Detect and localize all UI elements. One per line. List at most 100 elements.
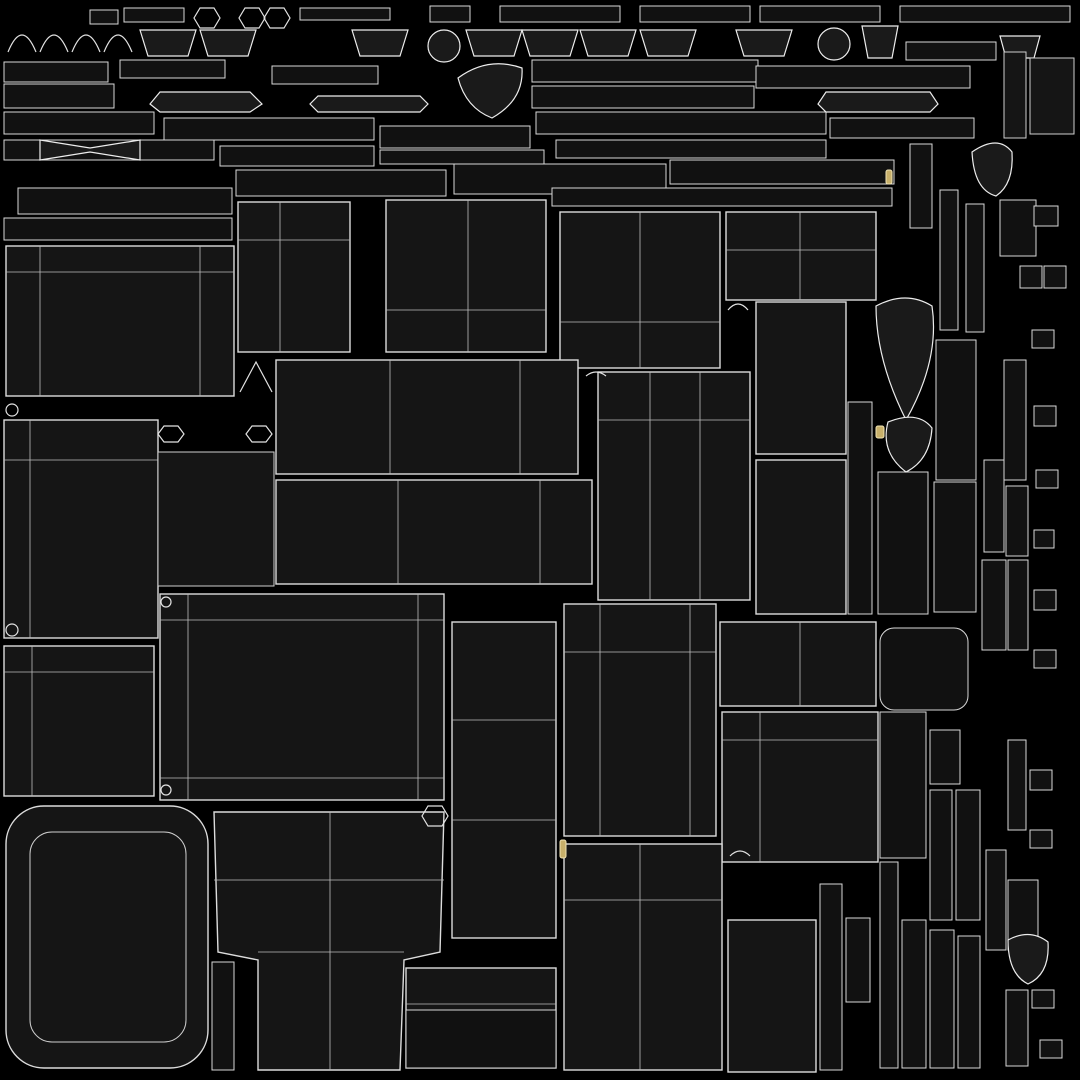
panel — [5, 245, 235, 397]
vertical-strip — [879, 711, 927, 859]
strip — [551, 187, 893, 207]
hexagon-icon — [238, 7, 266, 29]
fan-shape — [351, 29, 409, 57]
strip — [379, 149, 545, 165]
panel — [597, 371, 751, 601]
hexagon-icon — [157, 425, 185, 443]
tiny-tile — [1033, 649, 1057, 669]
tiny-tile — [1033, 405, 1057, 427]
tray-shape — [309, 95, 429, 113]
strip — [3, 83, 115, 109]
gear-icon — [885, 416, 933, 473]
top-strip-f — [639, 5, 751, 23]
strip — [3, 61, 109, 83]
strip — [119, 59, 226, 79]
large-panel-grid — [3, 199, 879, 1073]
vertical-strip — [901, 919, 927, 1069]
small-icons — [5, 169, 1067, 1059]
bowtie-shape — [39, 139, 141, 161]
vertical-strip — [847, 401, 873, 615]
panel — [719, 621, 877, 707]
gear-icon — [427, 29, 461, 63]
panel — [563, 843, 723, 1071]
shield-icon — [1007, 933, 1049, 985]
fan-shape — [465, 29, 523, 57]
fan-shape — [521, 29, 579, 57]
tiny-tile — [1033, 589, 1057, 611]
strip — [219, 145, 375, 167]
tiny-tile — [1039, 1039, 1063, 1059]
tiny-tile — [1031, 329, 1055, 349]
cabinet-shape — [875, 297, 935, 422]
panel — [755, 459, 847, 615]
hexagon-icon — [263, 7, 291, 29]
panel — [721, 711, 879, 863]
arc-shape-icon — [585, 371, 607, 377]
vertical-strip — [1007, 559, 1029, 651]
vertical-strip — [939, 189, 959, 331]
gear-icon — [5, 403, 19, 417]
strip — [531, 59, 759, 83]
vertical-strip — [957, 935, 981, 1069]
cloth-panel — [213, 811, 445, 1071]
tiny-tile — [1033, 529, 1055, 549]
arc-shape-icon — [7, 34, 133, 53]
strip — [271, 65, 379, 85]
fan-shape — [735, 29, 793, 57]
right-column-strips — [211, 142, 1049, 1071]
panel — [727, 919, 817, 1073]
strip — [829, 117, 975, 139]
vertical-strip — [1003, 359, 1027, 481]
vertical-strip — [929, 929, 955, 1069]
vertical-strip — [981, 559, 1007, 651]
tray-shape — [817, 91, 939, 113]
strip — [1003, 51, 1027, 139]
vertical-strip — [929, 789, 953, 921]
strip — [1029, 57, 1075, 135]
accent-marker — [885, 169, 893, 185]
hexagon-icon — [421, 805, 449, 827]
strip — [755, 65, 971, 89]
panel — [3, 419, 159, 639]
panel-inner — [29, 831, 187, 1043]
strip — [3, 111, 155, 135]
arc-shape-icon — [239, 360, 273, 393]
gear-icon — [160, 596, 172, 608]
vertical-strip — [955, 789, 981, 921]
vertical-strip — [983, 459, 1005, 553]
hexagon-icon — [193, 7, 221, 29]
panel — [725, 211, 877, 301]
panel — [385, 199, 547, 353]
panel — [755, 301, 847, 455]
top-strip-a — [89, 9, 119, 25]
vertical-strip — [999, 199, 1037, 257]
vertical-strip — [929, 729, 961, 785]
shield-icon — [971, 142, 1013, 197]
strip — [17, 187, 233, 215]
strip — [669, 159, 895, 185]
tiny-tile — [1029, 829, 1053, 849]
top-strip-b — [123, 7, 185, 23]
accent-marker — [875, 425, 885, 439]
top-strip-c — [299, 7, 391, 21]
panel — [451, 621, 557, 939]
vertical-strip — [211, 961, 235, 1071]
strip — [379, 125, 531, 149]
panel — [275, 479, 593, 585]
vertical-strip — [985, 849, 1007, 951]
panel — [563, 603, 717, 837]
top-strip-e — [499, 5, 621, 23]
fan-shape — [199, 29, 257, 57]
gear-icon — [5, 623, 19, 637]
tiny-tile — [1033, 205, 1059, 227]
fan-shape — [861, 25, 899, 59]
gear-icon — [160, 784, 172, 796]
vertical-strip — [909, 143, 933, 229]
top-grid-block — [905, 41, 997, 61]
arc-shape-icon — [727, 303, 749, 311]
top-strip-d — [429, 5, 471, 23]
top-shape-row — [7, 5, 1071, 63]
fan-shape — [639, 29, 697, 57]
strip — [235, 169, 447, 197]
